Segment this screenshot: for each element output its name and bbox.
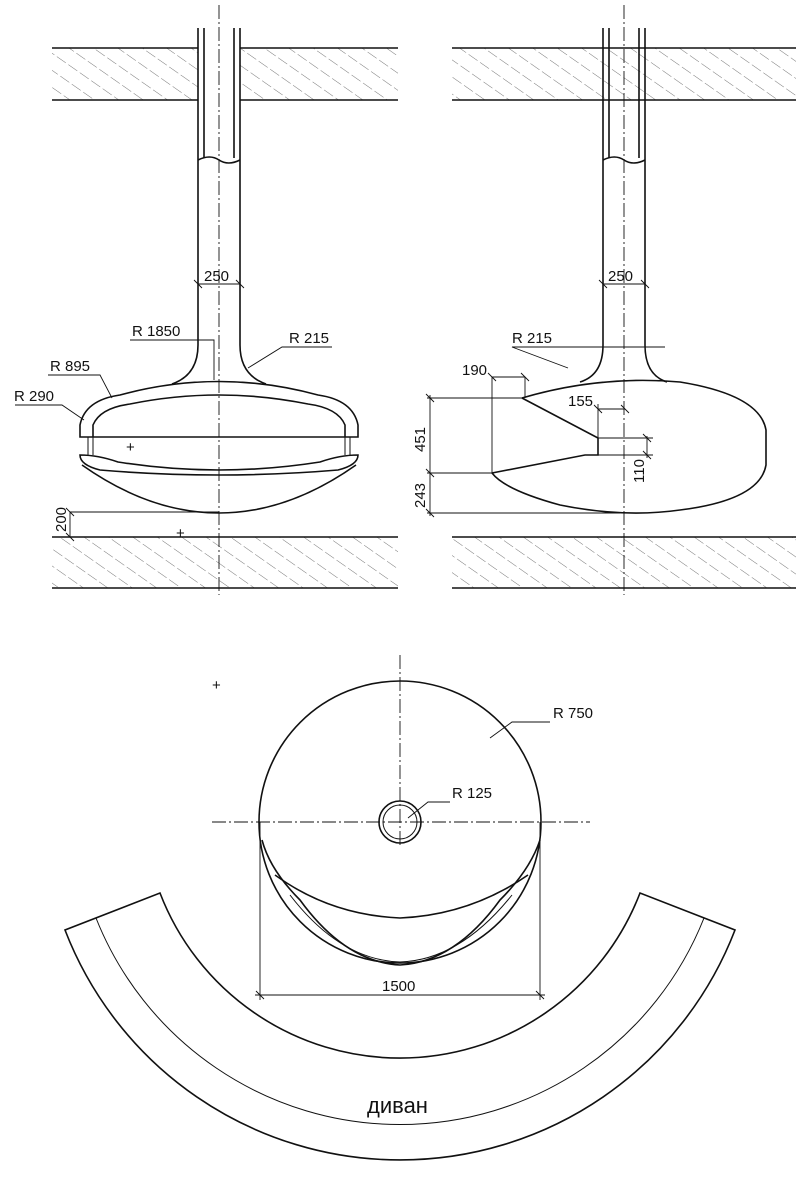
side-view: + + 250 R 1850 R 215 R 895 R 290 200 [14,5,398,595]
center-mark: + [176,525,185,542]
dim-opening-height: 451 [412,427,429,452]
plan-view: + R 750 R 125 1500 диван [63,655,737,1161]
center-mark: + [212,677,221,694]
dim-diameter: 1500 [382,978,415,995]
dim-pipe-width: 250 [204,268,229,285]
dim-inner-width: 155 [568,393,593,410]
floor-slab [52,537,398,588]
dim-r-rim: R 290 [14,388,54,405]
center-mark: + [126,439,135,456]
dim-opening-depth: 190 [462,362,487,379]
dim-floor-gap: 200 [53,507,70,532]
dim-r-pipe: R 125 [452,785,492,802]
dim-r-shell: R 895 [50,358,90,375]
dim-r-neck: R 215 [289,330,329,347]
dim-r-top: R 1850 [132,323,180,340]
dim-bottom-height: 243 [412,483,429,508]
dim-r-neck: R 215 [512,330,552,347]
dim-pipe-width: 250 [608,268,633,285]
front-view: R 215 250 190 451 243 155 110 [412,5,796,595]
sofa-label: диван [367,1093,428,1118]
sofa [63,891,737,1161]
dim-r-body: R 750 [553,705,593,722]
dim-inner-height: 110 [631,459,648,483]
